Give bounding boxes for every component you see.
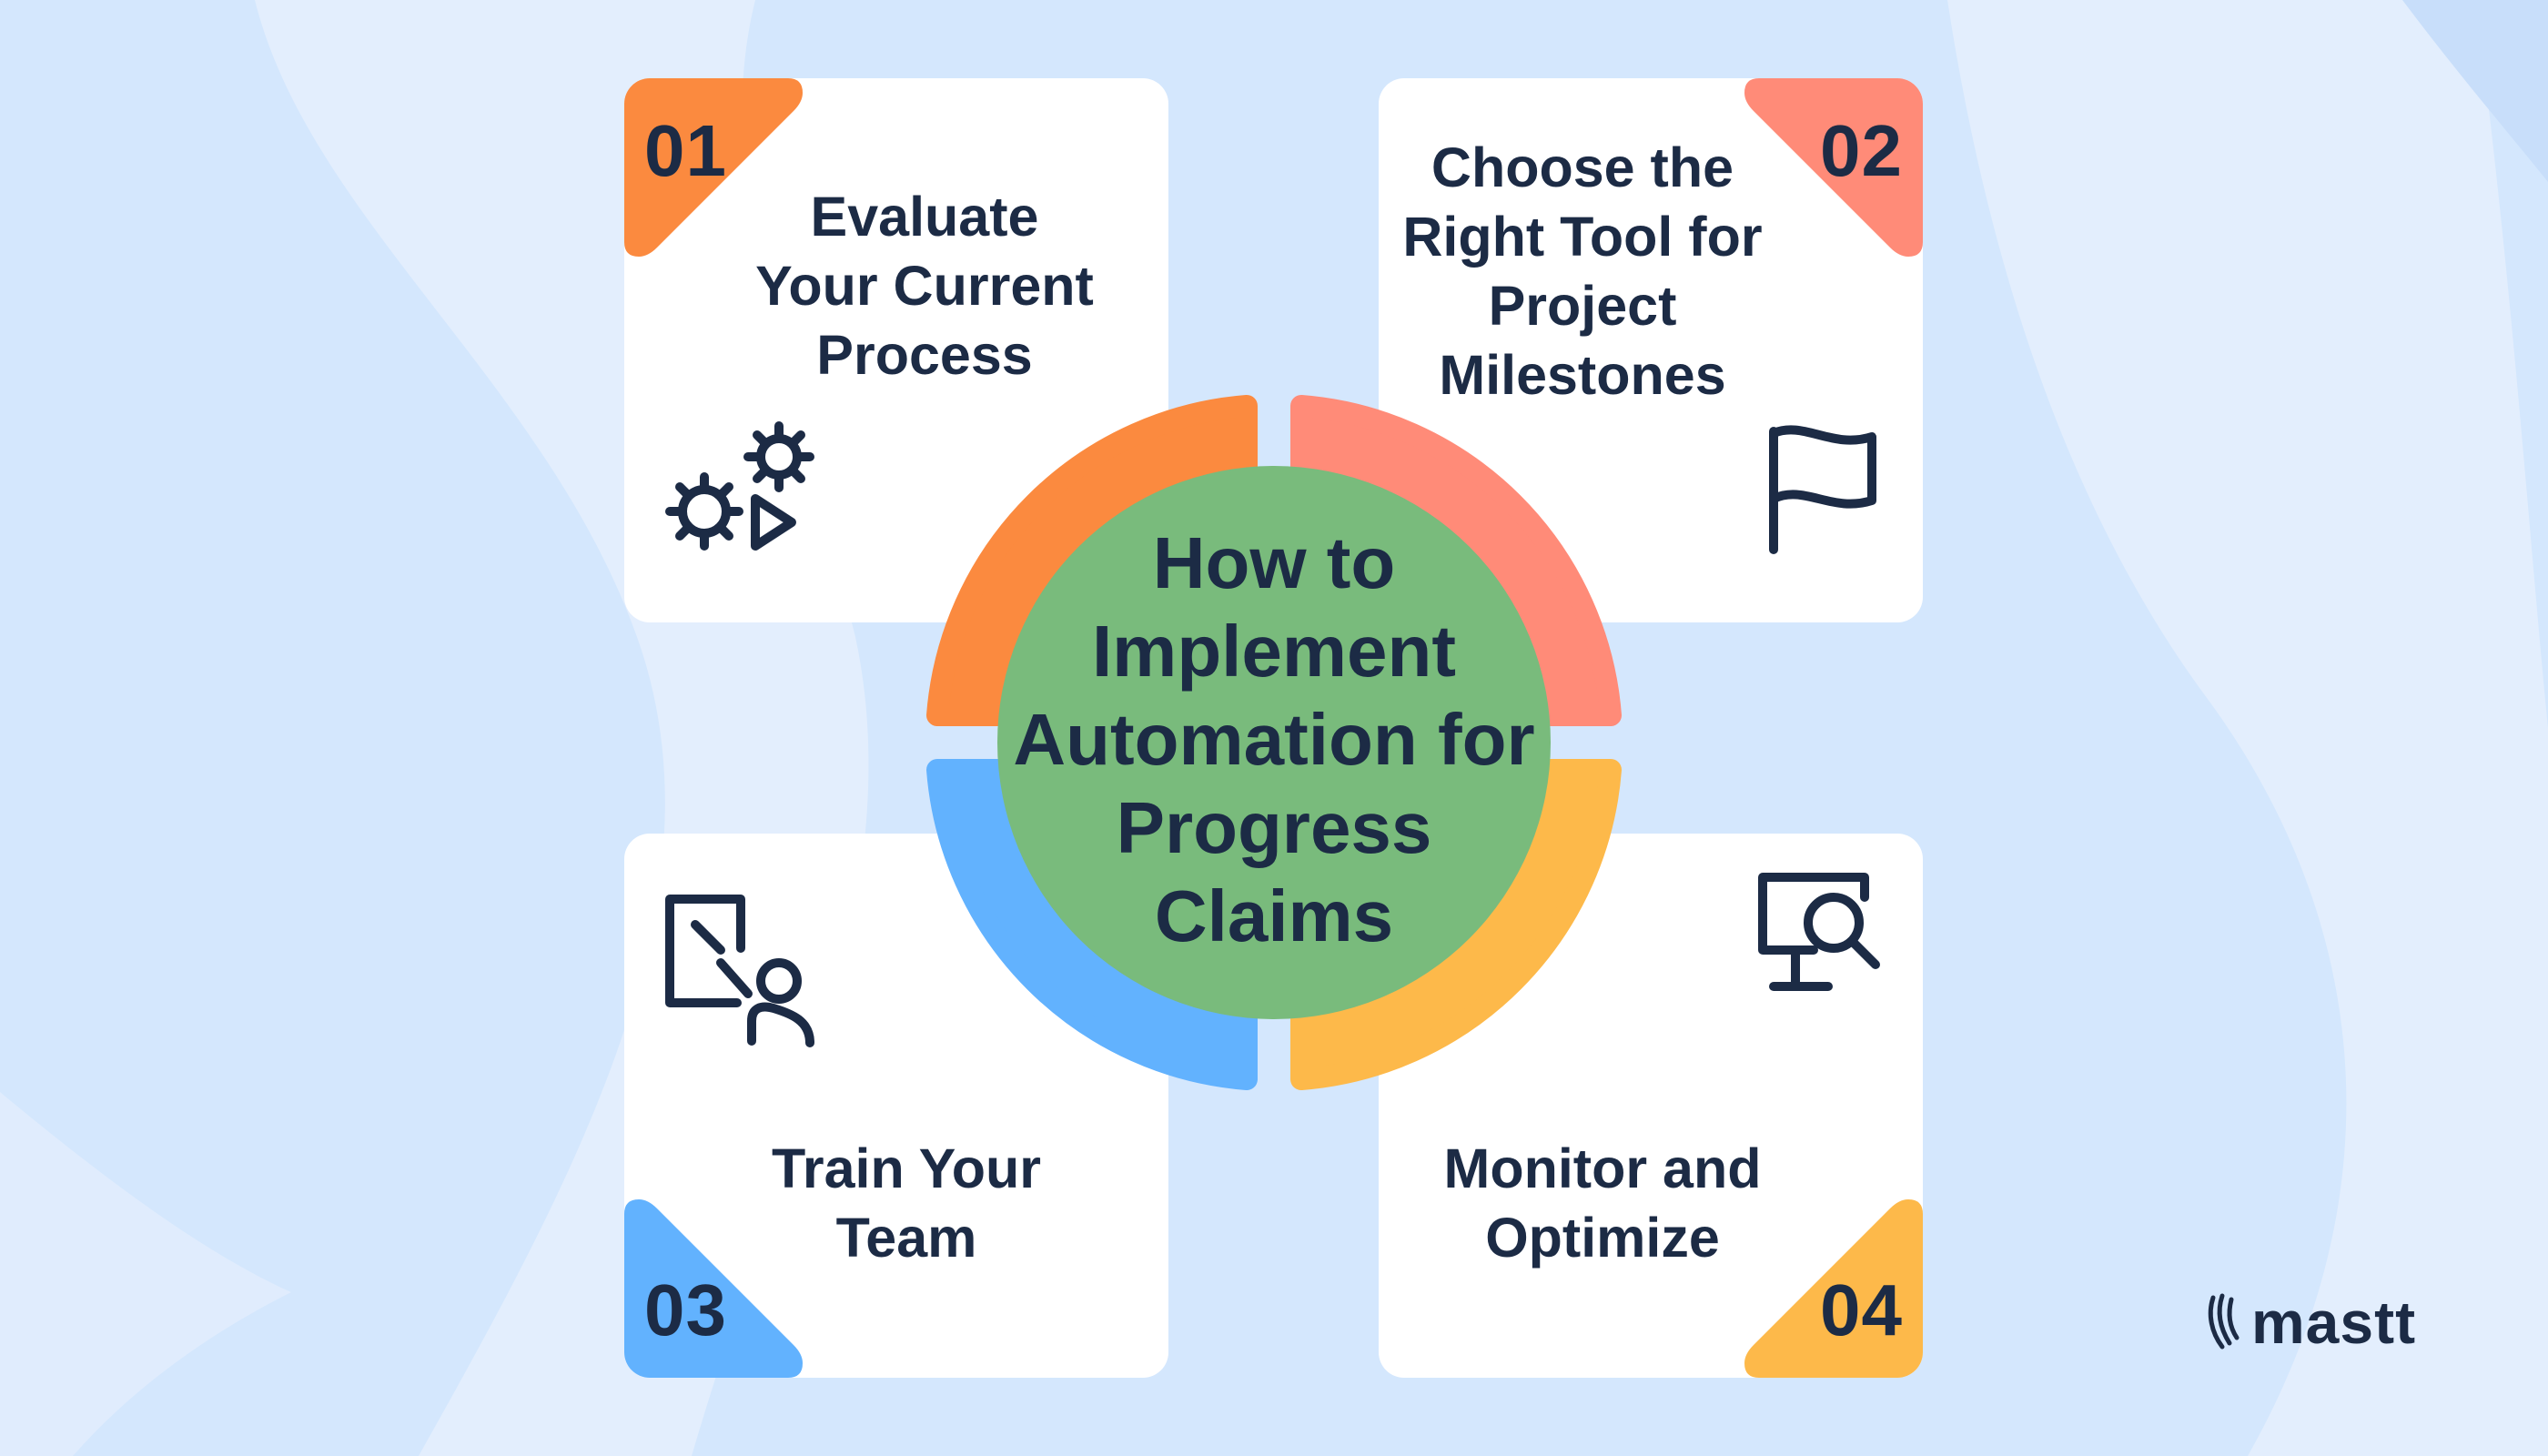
step-title: Monitor and Optimize [1443,1138,1762,1269]
step-title: Train Your Team [771,1138,1042,1269]
hub-title: How to Implement Automation for Progress… [1013,522,1535,956]
presentation-trainer-icon [664,894,828,1053]
hub-center-circle [997,466,1551,1019]
hub-diagram [919,388,1629,1097]
step-card-04: 04 Monitor and Optimize [1379,834,1923,1378]
step-corner-02 [1744,78,1923,257]
step-card-01: 01 Evaluate Your Current Process [624,78,1168,622]
step-corner-03 [624,1199,803,1378]
step-number: 02 [1820,110,1903,191]
flag-icon [1759,422,1886,563]
step-corner-04 [1744,1199,1923,1378]
hub-segments [926,395,1622,1090]
logo-text: mastt [2251,1289,2417,1356]
mastt-logo-icon [2208,1293,2240,1350]
step-number: 04 [1820,1269,1903,1350]
monitor-search-icon [1755,870,1892,1002]
gears-play-icon [664,415,828,565]
mastt-logo: mastt [2206,1289,2417,1356]
step-number: 01 [644,110,727,191]
step-title: Choose the Right Tool for Project Milest… [1402,136,1763,406]
step-number: 03 [644,1269,727,1350]
step-title: Evaluate Your Current Process [755,186,1094,386]
step-corner-01 [624,78,803,257]
